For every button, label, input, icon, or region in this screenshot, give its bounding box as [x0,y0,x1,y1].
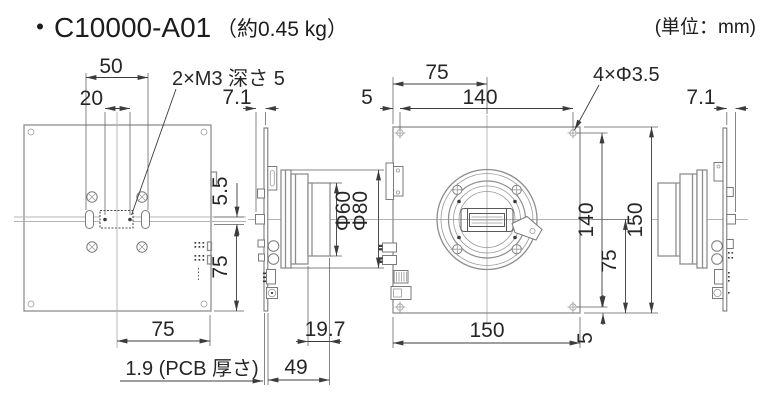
dim-rear-top-width: 50 [85,55,149,210]
dim-front-hole-edge-bottom: 5 [574,295,606,344]
rear-connector-side-right [726,214,736,225]
dim-rear-half-height: 75 [209,225,244,312]
side-view-left [248,127,392,385]
svg-text:140: 140 [462,86,497,109]
rear-slot-right [141,210,150,229]
svg-text:Φ80: Φ80 [349,191,372,231]
dim-head-depth: 49 [267,356,330,383]
lens-mount-side [307,182,331,257]
svg-text:75: 75 [151,318,174,341]
rear-connector-side [255,214,265,225]
svg-text:75: 75 [425,61,448,84]
dim-rear-offset-5-5: 5.5 [209,176,244,235]
dim-front-hole-pitch-v: 140 [575,132,608,308]
svg-text:140: 140 [575,202,598,237]
svg-text:75: 75 [209,255,232,278]
camera-head-side [280,169,331,269]
svg-text:20: 20 [80,87,103,110]
mount-screws [450,183,524,256]
thread-note: 2×M3 深さ 5 [131,67,285,216]
m3-hole-left [103,217,107,222]
svg-text:7.1: 7.1 [686,86,715,109]
dim-front-half-width: 75 [392,61,488,124]
pcb-pin-dots [728,252,734,294]
svg-text:49: 49 [284,356,307,379]
page-title-model: ・C10000-A01 [26,12,211,43]
dim-phi80: Φ80 [291,169,384,269]
front-edge-connectors [378,162,412,300]
pcb-edge-right [722,127,728,312]
svg-text:7.1: 7.1 [222,86,251,109]
side-view-right [652,127,748,312]
release-tab [511,215,543,241]
svg-text:150: 150 [469,319,504,342]
dim-front-half-height: 75 [584,219,658,314]
dim-side-protrusion-left: 7.1 [222,86,279,212]
svg-text:150: 150 [624,202,647,237]
svg-text:5.5: 5.5 [209,176,232,205]
dim-rear-half-width: 75 [116,315,211,346]
front-view [378,115,592,323]
svg-text:2×M3 深さ 5: 2×M3 深さ 5 [172,67,285,90]
rear-edge-tab [210,171,218,187]
svg-text:5: 5 [361,86,373,109]
m3-hole-right [128,217,132,222]
dim-front-hole-edge-top: 5 [361,86,394,111]
dim-rear-connector-width: 20 [80,87,131,215]
rear-view [14,112,246,348]
unit-note: (単位：mm) [655,16,756,38]
svg-text:5: 5 [574,332,597,344]
dim-front-hole-pitch-h: 140 [399,86,574,129]
camera-head-side-right [657,169,708,269]
hole-note: 4×Φ3.5 [574,64,660,131]
corner-holes [394,127,579,313]
svg-text:19.7: 19.7 [305,318,346,341]
rear-screws [86,191,148,253]
svg-text:4×Φ3.5: 4×Φ3.5 [593,64,660,86]
rear-connector [99,209,134,229]
svg-text:1.9 (PCB 厚さ): 1.9 (PCB 厚さ) [125,358,258,380]
dim-phi60: Φ60 [330,182,355,257]
pcb-thickness-note: 1.9 (PCB 厚さ) [120,358,264,384]
page-title-weight: （約0.45 kg） [216,18,348,41]
rear-slot-left [85,210,94,229]
rear-dip-dots [194,242,205,261]
dim-mount-length: 19.7 [296,258,345,385]
svg-text:50: 50 [99,55,122,78]
front-panel [392,126,581,314]
svg-text:75: 75 [598,249,621,272]
svg-text:Φ60: Φ60 [332,191,355,231]
dim-front-width: 150 [392,317,581,348]
dim-side-protrusion-right: 7.1 [686,86,748,212]
dim-front-height: 150 [584,126,658,314]
sensor-window [460,208,514,232]
